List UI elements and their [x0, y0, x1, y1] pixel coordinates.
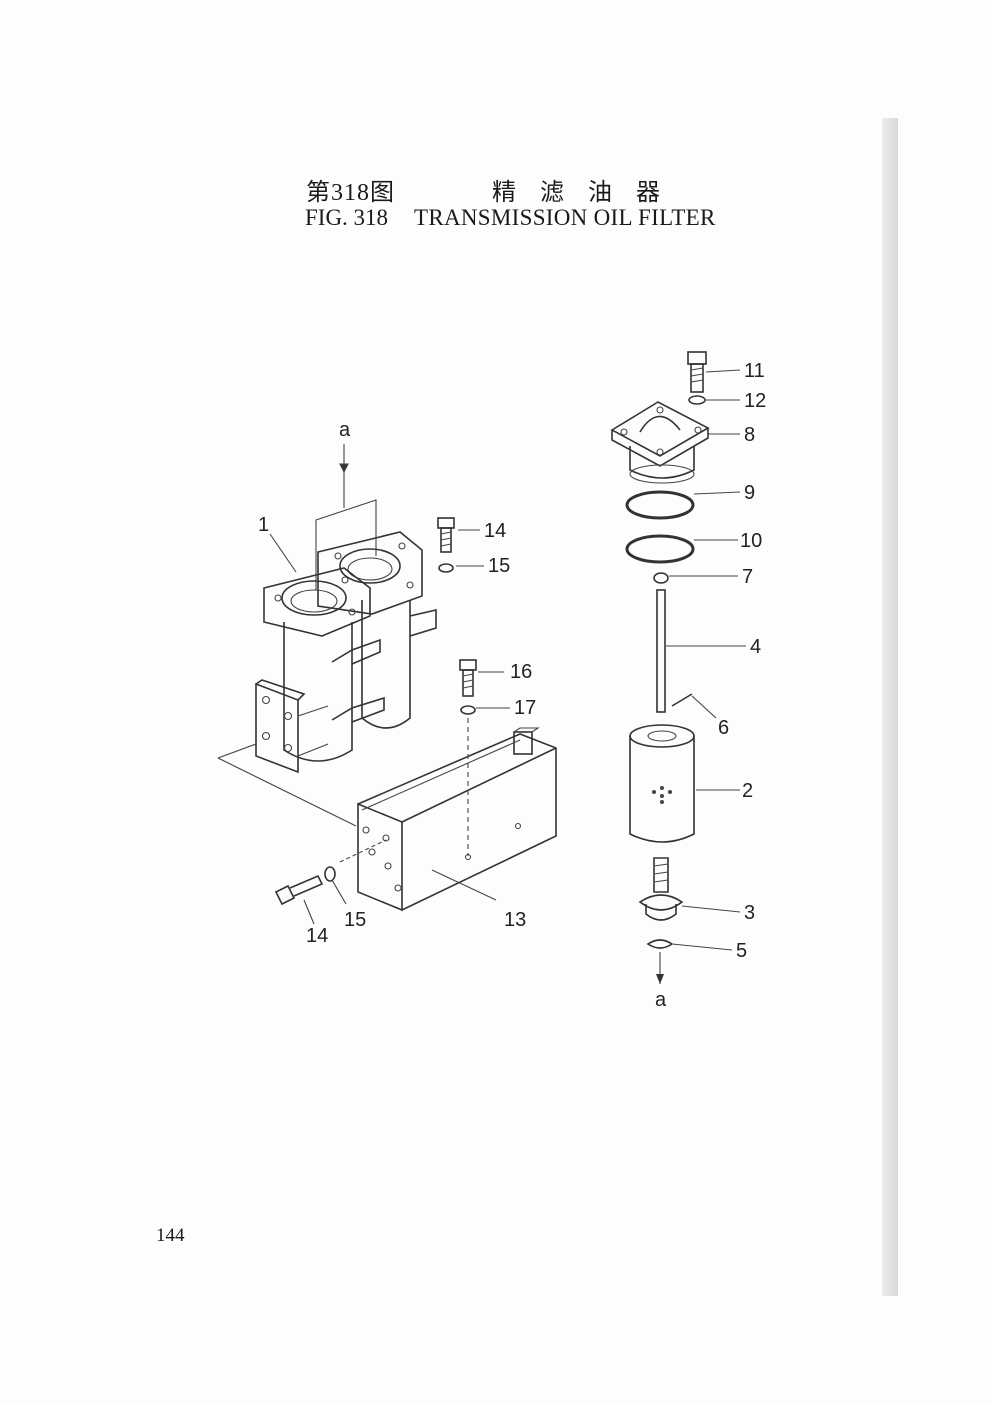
callout-16: 16 [510, 661, 532, 683]
callout-8: 8 [744, 424, 755, 446]
callout-17: 17 [514, 697, 536, 719]
callout-14-top: 14 [484, 520, 506, 542]
callout-a-top: a [339, 419, 351, 441]
callout-5: 5 [736, 940, 747, 962]
callout-4: 4 [750, 636, 761, 658]
page-number: 144 [156, 1225, 185, 1246]
figure-number-english: FIG. 318 [305, 205, 389, 230]
filter-element-stack-drawing [610, 351, 710, 984]
figure-number-chinese: 第318图 [306, 180, 395, 206]
callout-13: 13 [504, 909, 526, 931]
callout-11: 11 [744, 360, 765, 382]
callout-15-top: 15 [488, 555, 510, 577]
callout-15-bottom: 15 [344, 909, 366, 931]
callout-6: 6 [718, 717, 729, 739]
callout-7: 7 [742, 566, 753, 588]
callout-2: 2 [742, 780, 753, 802]
callout-leaders [269, 369, 746, 951]
callout-14-bottom: 14 [306, 925, 328, 947]
figure-title-chinese: 精 滤 油 器 [492, 180, 669, 206]
filter-housing-drawing [217, 444, 437, 827]
page-edge-shadow [882, 118, 898, 1296]
fasteners-drawing [274, 517, 477, 906]
callout-12: 12 [744, 390, 766, 412]
callout-a-bottom: a [655, 989, 667, 1011]
callout-1: 1 [258, 514, 269, 536]
filter-logo-icon [652, 786, 672, 804]
callout-3: 3 [744, 902, 755, 924]
callout-10: 10 [740, 530, 762, 552]
figure-title-english: TRANSMISSION OIL FILTER [414, 205, 716, 230]
mounting-bracket-drawing [339, 718, 557, 912]
callout-9: 9 [744, 482, 755, 504]
